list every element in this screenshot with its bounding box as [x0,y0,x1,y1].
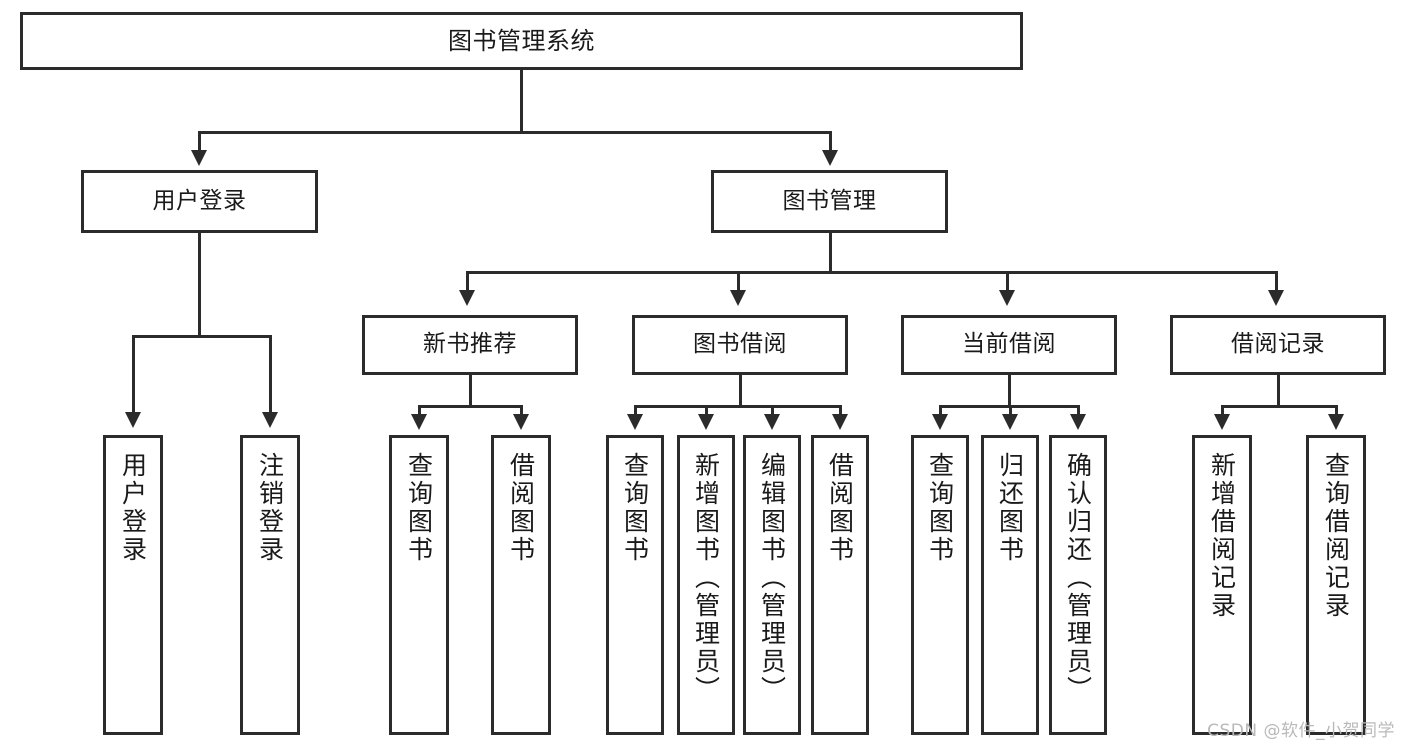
node-label: 确认归还（管理员） [1063,452,1093,704]
connector-borrow-record-to-leaf-2 [1335,405,1338,417]
arrowhead-to-leaf-add-book [698,414,714,430]
leaf-query-borrow-record[interactable]: 查询借阅记录 [1306,435,1366,735]
arrowhead-to-book-borrow [730,290,746,306]
node-label: 新书推荐 [423,331,517,358]
connector-current-borrow-to-leaf-3 [1077,405,1080,417]
connector-book-manage-stem [829,233,832,273]
node-label: 图书管理 [782,187,877,214]
connector-root-stem [520,70,523,132]
connector-to-borrow-record [1275,271,1278,293]
leaf-add-book-admin[interactable]: 新增图书（管理员） [677,435,735,735]
node-new-book-recommend[interactable]: 新书推荐 [362,315,578,375]
node-label: 用户登录 [152,187,247,214]
leaf-add-borrow-record[interactable]: 新增借阅记录 [1192,435,1252,735]
connector-new-book-to-leaf-1 [418,405,421,417]
node-label: 查询图书 [925,452,955,564]
node-borrow-record[interactable]: 借阅记录 [1170,315,1386,375]
connector-book-borrow-bus [634,405,842,408]
arrowhead-to-borrow-record [1268,290,1284,306]
node-label: 借阅图书 [825,452,855,564]
arrowhead-to-leaf-query-book-3 [932,414,948,430]
arrowhead-to-leaf-borrow-book-1 [513,414,529,430]
connector-root-to-user-login [198,131,201,153]
node-label: 新增图书（管理员） [691,452,721,704]
node-label: 借阅图书 [506,452,536,564]
node-label: 新增借阅记录 [1207,452,1237,620]
node-label: 用户登录 [118,452,148,564]
connector-borrow-record-to-leaf-1 [1221,405,1224,417]
connector-user-login-to-leaf-1 [132,335,135,415]
arrowhead-to-leaf-return-book [1002,414,1018,430]
connector-borrow-record-bus [1221,405,1338,408]
connector-book-borrow-to-leaf-4 [839,405,842,417]
node-label: 图书管理系统 [448,26,595,55]
connector-to-book-borrow [737,271,740,293]
arrowhead-to-leaf-query-borrow-record [1328,414,1344,430]
node-book-borrow[interactable]: 图书借阅 [632,315,848,375]
connector-to-current-borrow [1006,271,1009,293]
node-current-borrow[interactable]: 当前借阅 [901,315,1117,375]
leaf-return-book[interactable]: 归还图书 [981,435,1039,735]
connector-borrow-record-stem [1277,375,1280,407]
connector-new-book-to-leaf-2 [520,405,523,417]
connector-book-manage-bus [466,271,1278,274]
connector-new-book-bus [418,405,523,408]
node-label: 查询借阅记录 [1321,452,1351,620]
node-user-login[interactable]: 用户登录 [81,170,318,233]
connector-to-new-book [466,271,469,293]
node-label: 归还图书 [995,452,1025,564]
arrowhead-to-leaf-query-book-2 [627,414,643,430]
leaf-confirm-return-admin[interactable]: 确认归还（管理员） [1049,435,1107,735]
leaf-borrow-book-2[interactable]: 借阅图书 [811,435,869,735]
node-label: 编辑图书（管理员） [757,452,787,704]
node-label: 图书借阅 [693,331,787,358]
leaf-query-book-2[interactable]: 查询图书 [606,435,664,735]
connector-book-borrow-to-leaf-3 [771,405,774,417]
leaf-user-login[interactable]: 用户登录 [103,435,163,735]
connector-root-bus [198,131,832,134]
leaf-edit-book-admin[interactable]: 编辑图书（管理员） [743,435,801,735]
connector-current-borrow-to-leaf-2 [1009,405,1012,417]
arrowhead-to-leaf-logout-login [262,412,278,428]
connector-current-borrow-to-leaf-1 [939,405,942,417]
connector-book-borrow-to-leaf-1 [634,405,637,417]
arrowhead-to-book-manage [822,150,838,166]
arrowhead-to-current-borrow [999,290,1015,306]
connector-user-login-stem [198,233,201,337]
leaf-logout-login[interactable]: 注销登录 [240,435,300,735]
node-root-book-management-system[interactable]: 图书管理系统 [20,12,1023,70]
leaf-borrow-book-1[interactable]: 借阅图书 [491,435,551,735]
arrowhead-to-leaf-edit-book [764,414,780,430]
arrowhead-to-leaf-add-borrow-record [1214,414,1230,430]
connector-current-borrow-stem [1008,375,1011,407]
arrowhead-to-leaf-borrow-book-2 [832,414,848,430]
connector-new-book-stem [469,375,472,407]
arrowhead-to-leaf-user-login [125,412,141,428]
arrowhead-to-leaf-query-book-1 [411,414,427,430]
arrowhead-to-user-login [191,150,207,166]
leaf-query-book-1[interactable]: 查询图书 [389,435,449,735]
node-label: 当前借阅 [962,331,1056,358]
node-label: 注销登录 [255,452,285,564]
connector-book-borrow-to-leaf-2 [705,405,708,417]
leaf-query-book-3[interactable]: 查询图书 [911,435,969,735]
arrowhead-to-leaf-confirm-return [1070,414,1086,430]
node-label: 查询图书 [620,452,650,564]
node-label: 查询图书 [404,452,434,564]
arrowhead-to-new-book-recommend [459,290,475,306]
connector-book-borrow-stem [739,375,742,407]
connector-root-to-book-manage [829,131,832,153]
connector-user-login-to-leaf-2 [269,335,272,415]
connector-user-login-bus [132,335,271,338]
node-book-management[interactable]: 图书管理 [711,170,948,233]
node-label: 借阅记录 [1231,331,1325,358]
